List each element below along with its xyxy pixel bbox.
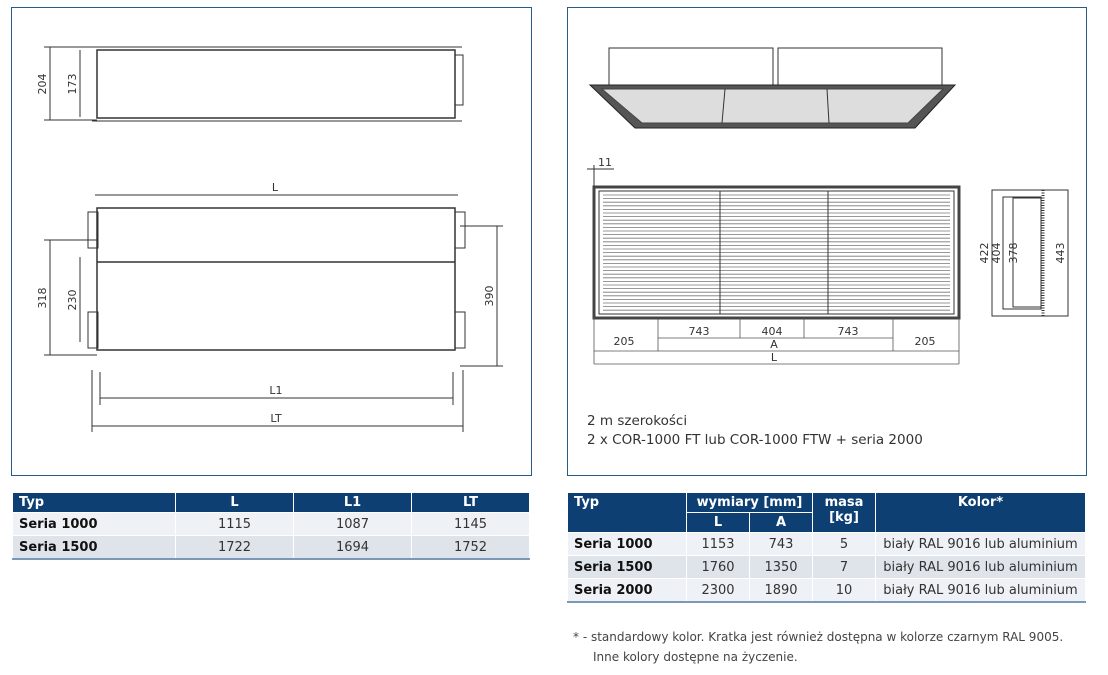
right-specs-table: Typ wymiary [mm] masa [kg] Kolor* L A Se… [567,492,1086,603]
cell: biały RAL 9016 lub aluminium [875,555,1086,579]
cell: 1153 [686,532,750,556]
cell: Seria 1000 [12,512,176,536]
cell: biały RAL 9016 lub aluminium [875,532,1086,556]
svg-text:205: 205 [915,335,936,348]
header-A: A [749,512,813,533]
svg-text:443: 443 [1054,243,1067,264]
cell: biały RAL 9016 lub aluminium [875,578,1086,603]
unit-side-view [92,46,464,122]
dim-390: 390 [460,225,503,367]
dim-11: 11 [587,156,614,187]
table-header: Typ L L1 LT [12,492,530,513]
dim-L-top: L [95,181,458,196]
header-typ: Typ [567,492,687,533]
cell: 1752 [411,535,530,560]
cell: 7 [812,555,876,579]
cell: Seria 2000 [567,578,687,603]
cell: 1722 [175,535,294,560]
footnote-line2: Inne kolory dostępne na życzenie. [593,650,798,664]
cell: 743 [749,532,813,556]
cell: 2300 [686,578,750,603]
header-L: L [686,512,750,533]
cell: 1760 [686,555,750,579]
svg-text:390: 390 [483,286,496,307]
header-typ: Typ [12,492,176,513]
header-LT: LT [411,492,530,513]
svg-text:205: 205 [614,335,635,348]
cell: Seria 1500 [12,535,176,560]
svg-text:L: L [771,351,778,364]
svg-text:11: 11 [598,156,612,169]
cell: 1890 [749,578,813,603]
grille-perspective [588,47,957,129]
cell: 1087 [293,512,412,536]
cell: 10 [812,578,876,603]
header-color: Kolor* [875,492,1086,533]
svg-text:318: 318 [36,288,49,309]
unit-top-view [87,207,466,351]
caption-config: 2 x COR-1000 FT lub COR-1000 FTW + seria… [587,432,923,448]
svg-text:173: 173 [66,74,79,95]
header-L: L [175,492,294,513]
caption-width: 2 m szerokości [587,413,688,429]
header-dims: wymiary [mm] [686,492,813,513]
cell: Seria 1500 [567,555,687,579]
svg-text:743: 743 [689,325,710,338]
cell: 1350 [749,555,813,579]
cell: 1145 [411,512,530,536]
footnote-line1: * - standardowy kolor. Kratka jest równi… [573,630,1064,644]
cell: 1115 [175,512,294,536]
dim-204: 204 [36,46,97,121]
cell: 5 [812,532,876,556]
svg-text:204: 204 [36,74,49,95]
dims-bottom: 743 404 743 205 205 A L [593,318,960,365]
svg-text:LT: LT [270,412,282,425]
grille-front-view [592,185,961,320]
dim-230: 230 [66,257,81,342]
svg-text:404: 404 [762,325,783,338]
svg-text:378: 378 [1007,243,1020,264]
dim-318: 318 [36,239,97,356]
svg-text:404: 404 [990,243,1003,264]
dim-L1: L1 [99,372,454,405]
svg-text:L1: L1 [269,384,282,397]
header-L1: L1 [293,492,412,513]
dim-173: 173 [66,50,81,117]
cell: Seria 1000 [567,532,687,556]
table-subheader: L A [568,512,1086,533]
dim-LT: LT [91,370,464,432]
grille-side-view: 422 404 378 443 [978,189,1069,317]
table-header: Typ wymiary [mm] masa [kg] Kolor* [567,492,1086,533]
svg-text:422: 422 [978,243,991,264]
svg-text:743: 743 [838,325,859,338]
header-mass: masa [kg] [812,492,876,533]
svg-text:A: A [770,338,778,351]
svg-text:230: 230 [66,290,79,311]
svg-text:L: L [272,181,279,194]
cell: 1694 [293,535,412,560]
